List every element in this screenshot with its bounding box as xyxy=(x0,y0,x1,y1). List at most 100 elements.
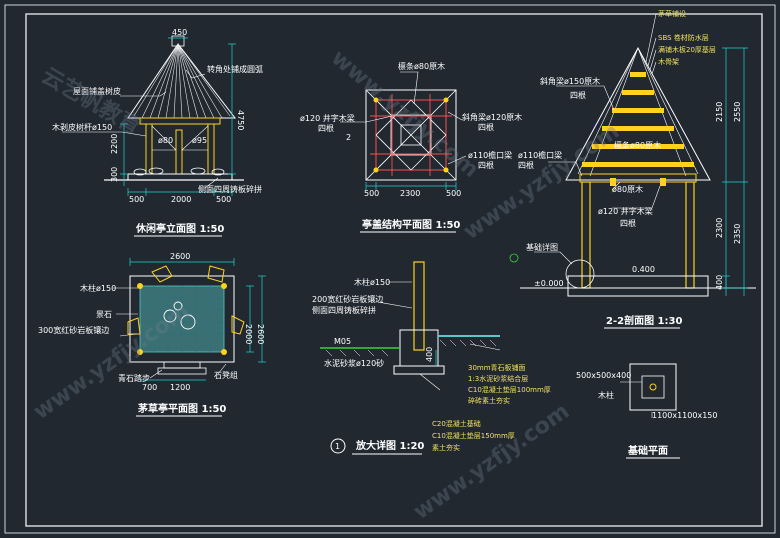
elevation-roof-cap xyxy=(171,35,185,47)
section-eave-beam xyxy=(579,173,697,183)
elevation-dim-mid: 2000 xyxy=(171,195,191,204)
roof-plan-dim-right: 500 xyxy=(446,189,461,198)
foundation-outer xyxy=(629,363,677,411)
section-label-four-b: 四根 xyxy=(518,160,534,170)
roof-plan-dim-left: 500 xyxy=(364,189,379,198)
roof-plan-label-cross-beam: ø120 井字木梁 xyxy=(300,113,355,123)
title-frame xyxy=(25,13,763,527)
detail-layer-1: 30mm青石板铺面 xyxy=(468,363,526,372)
section-layer-leaders xyxy=(645,13,658,75)
detail-layer-3: C10混凝土垫层100mm厚 xyxy=(468,385,551,394)
roof-plan-label-purlin: 檩条ø80原木 xyxy=(398,61,445,71)
detail-column xyxy=(413,261,425,351)
roof-plan-label-four-b: 四根 xyxy=(478,122,494,132)
section-dim-h1: 2150 xyxy=(715,102,724,122)
floor-plan-drawing: 2600 2000 2600 700 1200 木柱ø150 景石 300宽红砂… xyxy=(38,252,266,417)
floor-plan-columns xyxy=(137,283,227,355)
section-layer-2: SBS 卷材防水层 xyxy=(658,33,709,42)
foundation-leaders xyxy=(620,381,653,418)
roof-plan-inner xyxy=(390,114,432,156)
detail-layer-soil: 素土夯实 xyxy=(432,443,460,452)
roof-plan-label-four-c: 四根 xyxy=(478,160,494,170)
roof-plan-diagonals xyxy=(365,89,457,181)
foundation-size-top: 500x500x400 xyxy=(576,371,631,380)
section-label-four-c: 四根 xyxy=(620,218,636,228)
detail-layer-2: 1:3水泥砂浆结合层 xyxy=(468,374,528,383)
foundation-column xyxy=(649,383,657,391)
floor-plan-leaders xyxy=(112,287,227,379)
elevation-column-right xyxy=(207,123,215,175)
section-detail-callout xyxy=(565,259,595,289)
section-label-d80: ø80原木 xyxy=(612,184,643,194)
roof-plan-label-four-a: 四根 xyxy=(318,123,334,133)
section-drawing: 茅草铺设 SBS 卷材防水层 满铺木板20厚基层 木骨架 2150 2550 2… xyxy=(509,9,756,329)
elevation-column-mid xyxy=(175,129,183,175)
foundation-drawing: 500x500x400 木柱 1100x1100x150 基础平面 xyxy=(576,363,717,459)
floor-plan-label-stone-seat: 青石踏步 xyxy=(118,373,150,383)
roof-plan-columns xyxy=(373,97,449,173)
elevation-label-d80: ø80 xyxy=(158,136,173,145)
section-purlins xyxy=(582,72,694,167)
section-dimensions xyxy=(722,47,748,296)
elevation-dim-top: 450 xyxy=(172,28,187,37)
roof-plan-core xyxy=(400,124,422,146)
roof-plan-label-eave-beam: ø110檐口梁 xyxy=(468,150,512,160)
section-level-0: ±0.000 xyxy=(534,279,564,288)
roof-plan-title: 亭盖结构平面图 1:50 xyxy=(362,218,460,231)
floor-plan-label-paving: 300宽红砂岩板镶边 xyxy=(38,325,109,335)
floor-plan-dim-bottom-a: 700 xyxy=(142,383,157,392)
detail-hatch xyxy=(325,339,497,357)
detail-number: 1 xyxy=(335,442,340,451)
detail-layer-c20: C20混凝土基础 xyxy=(432,419,481,428)
detail-title: 放大详图 1:20 xyxy=(355,439,424,452)
section-layer-1: 茅草铺设 xyxy=(658,9,686,18)
floor-plan-paving-grid xyxy=(140,286,224,352)
elevation-label-roof-bark: 屋面铺盖树皮 xyxy=(73,86,121,96)
section-label-cross-beam: ø120 井字木梁 xyxy=(598,206,653,216)
floor-plan-label-stone-block: 石凳组 xyxy=(214,370,238,380)
floor-plan-dim-right-outer: 2600 xyxy=(256,324,265,344)
floor-plan-stones xyxy=(163,301,196,330)
section-title: 2-2剖面图 1:30 xyxy=(606,314,682,327)
elevation-eave-beam xyxy=(139,117,221,125)
roof-plan-dim-mid: 2300 xyxy=(400,189,420,198)
roof-plan-dimensions xyxy=(365,182,457,190)
roof-plan-outer xyxy=(365,89,457,181)
elevation-dim-roof: 4750 xyxy=(236,110,245,130)
elevation-roof-hatch xyxy=(133,43,231,119)
detail-drawing: 400 木柱ø150 200宽红砂岩板镶边 侧面四周铸板碎拼 M05 水泥砂浆ø… xyxy=(312,261,551,455)
detail-label-column: 木柱ø150 xyxy=(354,277,390,287)
section-leaders xyxy=(534,85,661,265)
detail-label-m: M05 xyxy=(334,337,351,346)
detail-label-water: 水泥砂浆ø120砂 xyxy=(324,358,384,368)
section-layer-3: 满铺木板20厚基层 xyxy=(658,45,716,54)
elevation-leaders xyxy=(62,69,219,189)
detail-label-side-plate: 侧面四周铸板碎拼 xyxy=(312,305,376,315)
elevation-dim-right: 500 xyxy=(216,195,231,204)
detail-layer-4: 碎砖素土夯实 xyxy=(468,396,510,405)
elevation-dimensions xyxy=(120,37,236,196)
detail-leaders xyxy=(377,281,501,391)
floor-plan-label-stone: 景石 xyxy=(96,310,112,319)
section-column-left xyxy=(581,181,591,289)
section-dim-h4: 2350 xyxy=(733,224,742,244)
section-label-corner-beam: 斜角梁ø150原木 xyxy=(540,76,600,86)
elevation-label-d95: ø95 xyxy=(192,136,207,145)
section-dim-h3: 2300 xyxy=(715,218,724,238)
elevation-column-left xyxy=(145,123,153,175)
detail-layer-c10: C10混凝土垫层150mm厚 xyxy=(432,431,515,440)
section-roof-outline xyxy=(565,46,711,181)
section-foundation xyxy=(567,275,709,297)
elevation-dim-left: 500 xyxy=(129,195,144,204)
elevation-dim-column: 2200 xyxy=(110,134,119,154)
roof-plan-label-marker: 2 xyxy=(346,133,351,142)
floor-plan-dim-bottom-b: 1200 xyxy=(170,383,190,392)
elevation-label-bark-column: 木剥皮树杆ø150 xyxy=(52,122,112,132)
section-layer-4: 木骨架 xyxy=(658,57,679,66)
elevation-drawing: 450 4750 2200 300 500 2000 500 屋面铺盖树皮 转角… xyxy=(52,28,263,237)
section-label-four-a: 四根 xyxy=(570,90,586,100)
elevation-label-corner: 转角处铺成圆弧 xyxy=(207,64,263,74)
detail-number-circle xyxy=(330,438,346,454)
elevation-stones xyxy=(133,167,225,176)
elevation-title: 休闲亭立面图 1:50 xyxy=(135,222,224,235)
